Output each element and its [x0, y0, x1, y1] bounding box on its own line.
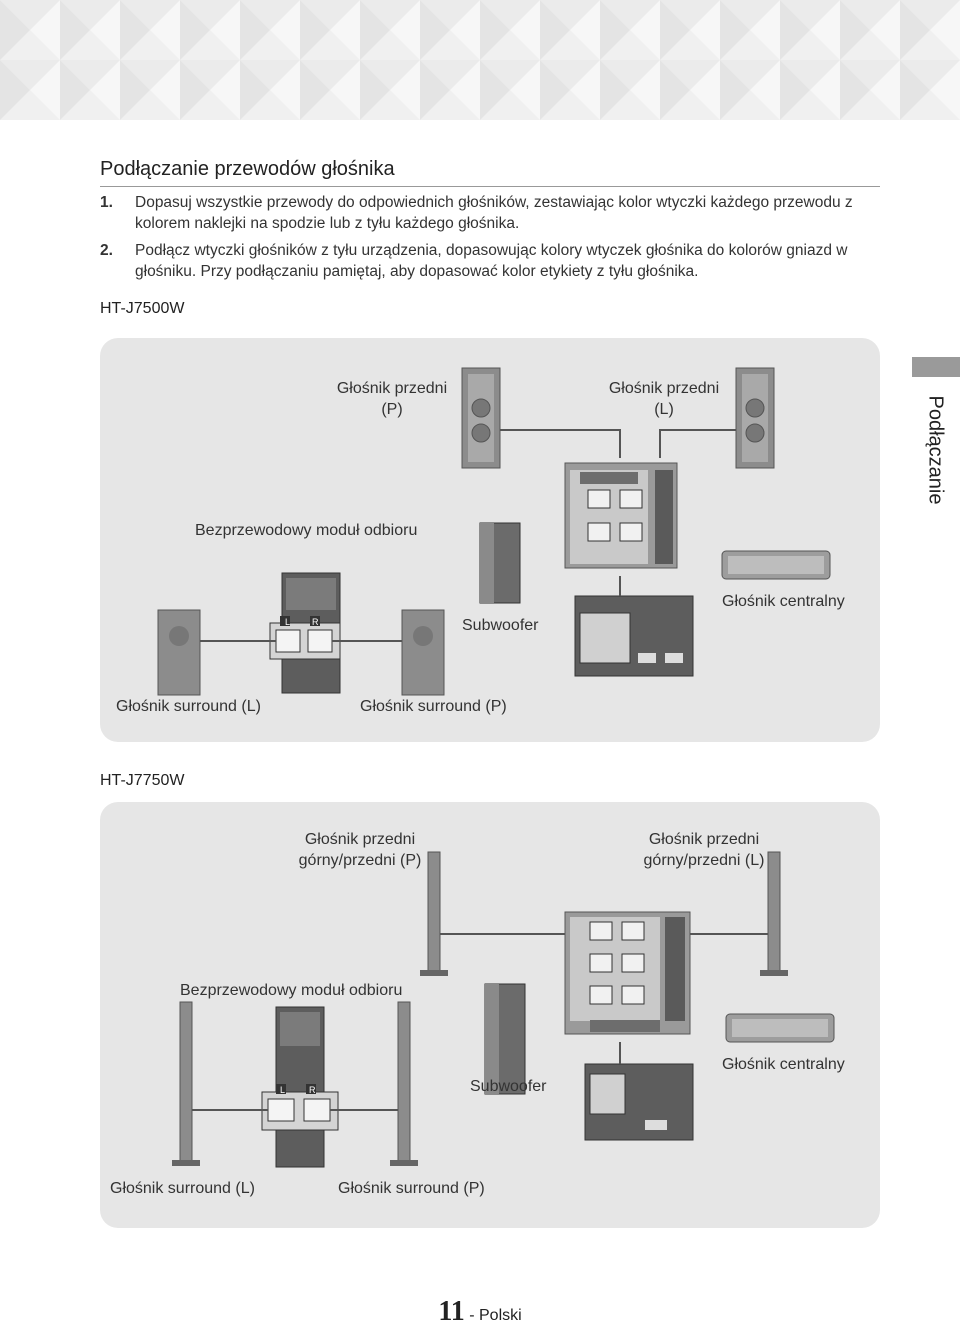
surround-left-label: Głośnik surround (L): [116, 698, 261, 715]
front-right-label-line1: Głośnik przedni: [336, 380, 448, 397]
subwoofer: [484, 983, 526, 1095]
front-left-label-line1: Głośnik przedni: [608, 380, 720, 397]
header-pattern: [0, 0, 960, 120]
front-right-label-line2: (P): [381, 401, 403, 418]
front-right-label-line2: górny/przedni (P): [298, 852, 422, 869]
model-label-2: HT-J7750W: [100, 772, 185, 789]
title-rule: [100, 186, 880, 187]
side-tab-marker: [912, 357, 960, 377]
speakers-out-panel: [564, 462, 678, 569]
front-left-speaker: [735, 367, 775, 469]
wireless-module: [269, 572, 341, 694]
surround-left-label: Głośnik surround (L): [110, 1180, 255, 1197]
module-r-label: R: [312, 617, 319, 627]
surround-left-tall-speaker: [172, 1001, 200, 1166]
center-speaker-label: Głośnik centralny: [722, 593, 845, 610]
surround-left-speaker: [157, 609, 201, 696]
center-speaker: [721, 550, 831, 580]
center-speaker: [725, 1013, 835, 1043]
front-left-label-line1: Głośnik przedni: [648, 831, 760, 848]
receiver-back-panel: [584, 1042, 694, 1141]
diagram-2-graphic: L R: [172, 851, 835, 1168]
front-left-label-line2: (L): [654, 401, 674, 418]
surround-right-tall-speaker: [390, 1001, 418, 1166]
module-r-label: R: [309, 1085, 316, 1095]
subwoofer-label: Subwoofer: [470, 1078, 547, 1095]
wireless-module-label: Bezprzewodowy moduł odbioru: [180, 982, 403, 999]
front-right-label: Głośnik przedni górny/przedni (P): [280, 829, 440, 871]
diagram-panel-2: L R Głośnik przedni górny/przedni (P) Gł…: [100, 802, 880, 1228]
page-language: - Polski: [469, 1307, 522, 1324]
diagram-1-graphic: L R: [157, 367, 831, 696]
module-l-label: L: [280, 1085, 285, 1095]
front-left-label: Głośnik przedni (L): [594, 378, 734, 420]
step-number: 2.: [100, 242, 113, 259]
step-text: Dopasuj wszystkie przewody do odpowiedni…: [135, 194, 853, 232]
receiver-back-panel: [574, 576, 694, 677]
surround-right-label: Głośnik surround (P): [360, 698, 507, 715]
front-right-speaker: [461, 367, 501, 469]
side-tab-label: Podłączanie: [924, 395, 947, 505]
front-left-tall-speaker: [760, 851, 788, 976]
center-speaker-label: Głośnik centralny: [722, 1056, 845, 1073]
wireless-module: [261, 1006, 339, 1168]
front-left-label-line2: górny/przedni (L): [643, 852, 765, 869]
front-right-label-line1: Głośnik przedni: [304, 831, 416, 848]
step-number: 1.: [100, 194, 113, 211]
step-text: Podłącz wtyczki głośników z tyłu urządze…: [135, 242, 848, 280]
wireless-module-label: Bezprzewodowy moduł odbioru: [195, 522, 418, 539]
module-l-label: L: [285, 617, 290, 627]
front-right-label: Głośnik przedni (P): [322, 378, 462, 420]
surround-right-speaker: [401, 609, 445, 696]
side-tab: Podłączanie: [915, 385, 955, 515]
subwoofer: [479, 522, 521, 604]
page-title: Podłączanie przewodów głośnika: [100, 158, 395, 180]
step-2: 2. Podłącz wtyczki głośników z tyłu urzą…: [100, 240, 880, 282]
page-number: 11: [438, 1296, 465, 1327]
front-left-label: Głośnik przedni górny/przedni (L): [624, 829, 784, 871]
page-footer: 11 - Polski: [0, 1296, 960, 1328]
subwoofer-label: Subwoofer: [462, 617, 539, 634]
step-1: 1. Dopasuj wszystkie przewody do odpowie…: [100, 192, 880, 234]
surround-right-label: Głośnik surround (P): [338, 1180, 485, 1197]
diagram-panel-1: L R Głośnik przedni (P) Głośnik przedni …: [100, 338, 880, 742]
speakers-out-panel: [564, 911, 691, 1035]
model-label-1: HT-J7500W: [100, 300, 185, 317]
front-right-tall-speaker: [420, 851, 448, 976]
